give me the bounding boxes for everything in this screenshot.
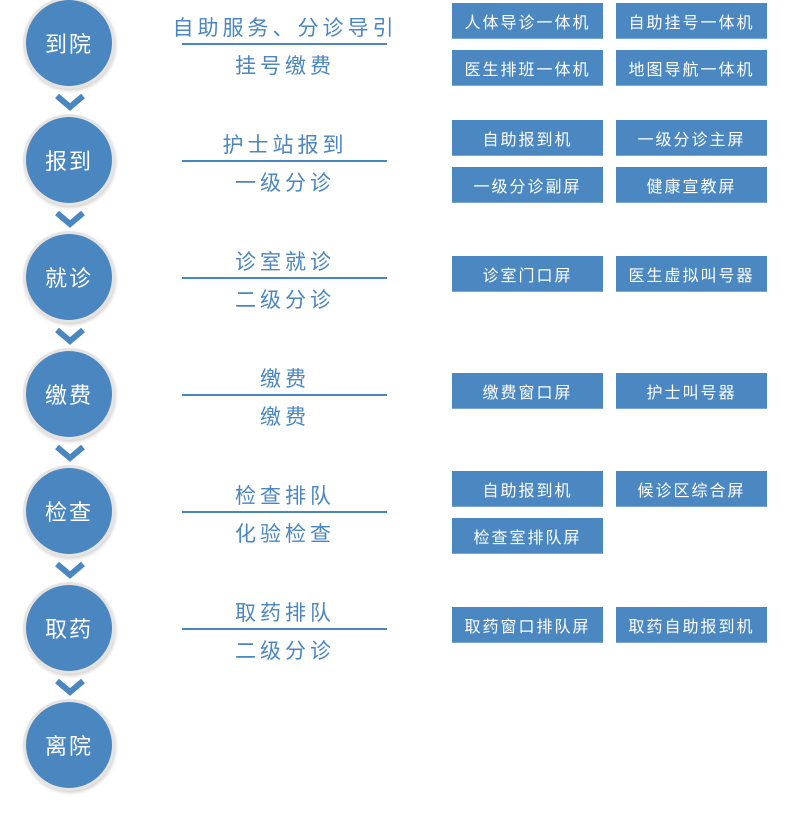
device-box: 健康宣教屏 bbox=[616, 167, 767, 203]
step-circle: 离院 bbox=[26, 702, 112, 788]
divider-line bbox=[182, 43, 387, 45]
stage-subactivity: 化验检查 bbox=[235, 522, 335, 546]
divider-line bbox=[182, 628, 387, 630]
device-box: 候诊区综合屏 bbox=[616, 471, 767, 507]
chevron-down-icon bbox=[55, 210, 85, 228]
device-box: 护士叫号器 bbox=[616, 373, 767, 409]
step-circle: 到院 bbox=[26, 0, 112, 86]
device-box: 人体导诊一体机 bbox=[452, 3, 603, 39]
flow-stage: 就诊 诊室就诊二级分诊 诊室门口屏医生虚拟叫号器 bbox=[0, 234, 800, 351]
device-box: 取药自助报到机 bbox=[616, 607, 767, 643]
chevron-down-icon bbox=[55, 93, 85, 111]
stage-subactivity: 挂号缴费 bbox=[235, 54, 335, 78]
flow-stage: 离院 bbox=[0, 702, 800, 819]
device-box: 缴费窗口屏 bbox=[452, 373, 603, 409]
step-circle: 就诊 bbox=[26, 234, 112, 320]
device-box: 自助报到机 bbox=[452, 120, 603, 156]
stage-activity: 诊室就诊 bbox=[235, 250, 335, 274]
stage-activity: 缴费 bbox=[260, 367, 310, 391]
device-box: 取药窗口排队屏 bbox=[452, 607, 603, 643]
stage-subactivity: 二级分诊 bbox=[235, 639, 335, 663]
step-circle: 检查 bbox=[26, 468, 112, 554]
step-circle: 缴费 bbox=[26, 351, 112, 437]
device-box: 自助报到机 bbox=[452, 471, 603, 507]
flow-stage: 缴费缴费缴费缴费窗口屏护士叫号器 bbox=[0, 351, 800, 468]
flow-stage: 报到 护士站报到一级分诊 自助报到机一级分诊主屏一级分诊副屏健康宣教屏 bbox=[0, 117, 800, 234]
step-circle: 报到 bbox=[26, 117, 112, 203]
stage-activity: 自助服务、分诊导引 bbox=[172, 16, 398, 40]
flow-stage: 取药 取药排队二级分诊 取药窗口排队屏取药自助报到机 bbox=[0, 585, 800, 702]
flow-stage: 到院 自助服务、分诊导引挂号缴费 人体导诊一体机自助挂号一体机医生排班一体机地图导航… bbox=[0, 0, 800, 117]
chevron-down-icon bbox=[55, 561, 85, 579]
stage-subactivity: 二级分诊 bbox=[235, 288, 335, 312]
divider-line bbox=[182, 394, 387, 396]
stage-activity: 护士站报到 bbox=[222, 133, 348, 157]
stage-subactivity: 一级分诊 bbox=[235, 171, 335, 195]
divider-line bbox=[182, 160, 387, 162]
device-box: 地图导航一体机 bbox=[616, 50, 767, 86]
step-circle: 取药 bbox=[26, 585, 112, 671]
device-box: 检查室排队屏 bbox=[452, 518, 603, 554]
stage-activity: 取药排队 bbox=[235, 601, 335, 625]
stage-subactivity: 缴费 bbox=[260, 405, 310, 429]
device-box: 自助挂号一体机 bbox=[616, 3, 767, 39]
chevron-down-icon bbox=[55, 678, 85, 696]
divider-line bbox=[182, 277, 387, 279]
device-box: 医生排班一体机 bbox=[452, 50, 603, 86]
device-box: 一级分诊主屏 bbox=[616, 120, 767, 156]
chevron-down-icon bbox=[55, 444, 85, 462]
chevron-down-icon bbox=[55, 327, 85, 345]
divider-line bbox=[182, 511, 387, 513]
flow-stage: 检查 检查排队化验检查 自助报到机候诊区综合屏检查室排队屏 bbox=[0, 468, 800, 585]
device-box: 诊室门口屏 bbox=[452, 256, 603, 292]
device-box: 一级分诊副屏 bbox=[452, 167, 603, 203]
device-box: 医生虚拟叫号器 bbox=[616, 256, 767, 292]
stage-activity: 检查排队 bbox=[235, 484, 335, 508]
